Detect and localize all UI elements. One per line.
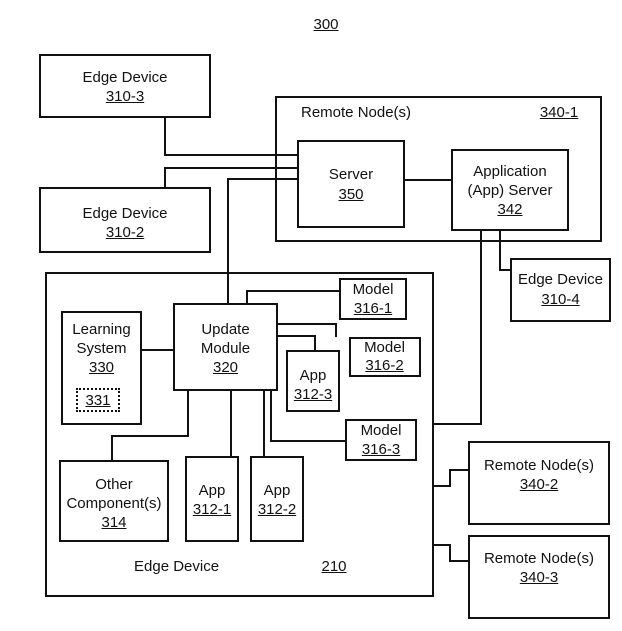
app-server-ref: 342	[497, 201, 523, 218]
update-module-320: Update Module 320	[173, 303, 278, 391]
app-312-2: App 312-2	[250, 456, 304, 542]
model-316-2-ref: 316-2	[365, 357, 404, 374]
learning-system-line1: Learning	[72, 321, 131, 338]
figure-number: 300	[313, 16, 339, 33]
remote-node-340-3-ref: 340-3	[519, 569, 559, 586]
link-update-316-3	[270, 390, 345, 442]
model-316-1-ref: 316-1	[353, 300, 393, 317]
learning-system-line2: System	[76, 340, 127, 357]
edge-device-310-4: Edge Device 310-4	[510, 258, 611, 322]
link-210-340-2	[434, 469, 469, 487]
app-312-3: App 312-3	[286, 350, 340, 412]
update-module-ref: 320	[212, 359, 239, 376]
remote-node-340-2-label: Remote Node(s)	[483, 457, 595, 474]
app-312-1: App 312-1	[185, 456, 239, 542]
app-312-3-ref: 312-3	[293, 386, 333, 403]
model-316-3: Model 316-3	[345, 419, 417, 461]
server-350: Server 350	[297, 140, 405, 228]
learning-system-330: Learning System 330 331	[61, 311, 142, 425]
component-331: 331	[76, 388, 120, 412]
edge-device-210-label: Edge Device	[134, 558, 220, 575]
edge-device-210: Edge Device 210	[45, 272, 434, 597]
link-210-340-3	[434, 544, 469, 562]
remote-node-340-3: Remote Node(s) 340-3	[468, 535, 610, 619]
edge-device-210-ref: 210	[321, 558, 347, 575]
link-update-316-2	[278, 323, 337, 337]
server-label: Server	[328, 166, 374, 183]
link-310-2-server	[164, 167, 298, 188]
edge-device-310-4-ref: 310-4	[541, 291, 580, 308]
app-server-line2: (App) Server	[467, 182, 553, 199]
edge-device-310-2: Edge Device 310-2	[39, 187, 211, 253]
model-316-2-label: Model	[364, 339, 405, 356]
edge-device-310-3: Edge Device 310-3	[39, 54, 211, 118]
other-components-line1: Other	[95, 476, 133, 493]
remote-node-340-2: Remote Node(s) 340-2	[468, 441, 610, 525]
app-312-3-label: App	[299, 367, 327, 384]
link-310-3-server	[164, 117, 298, 156]
model-316-3-ref: 316-3	[361, 441, 401, 458]
app-312-2-ref: 312-2	[257, 501, 297, 518]
app-312-1-label: App	[198, 482, 226, 499]
app-server-line1: Application	[473, 163, 547, 180]
link-update-316-1	[246, 290, 340, 303]
model-316-1: Model 316-1	[339, 278, 407, 320]
update-module-line2: Module	[200, 340, 251, 357]
link-appserver-210	[434, 231, 482, 425]
link-appserver-310-4	[499, 231, 511, 271]
app-server-342: Application (App) Server 342	[451, 149, 569, 231]
update-module-line1: Update	[201, 321, 250, 338]
link-update-other	[111, 390, 189, 461]
link-update-312-3	[278, 335, 316, 351]
link-update-server	[227, 178, 298, 303]
edge-device-310-2-ref: 310-2	[105, 224, 145, 241]
other-components-line2: Component(s)	[66, 495, 162, 512]
edge-device-310-3-ref: 310-3	[105, 88, 145, 105]
remote-node-340-1-ref: 340-1	[539, 104, 579, 121]
app-312-2-label: App	[263, 482, 291, 499]
model-316-1-label: Model	[352, 281, 394, 298]
server-ref: 350	[338, 186, 364, 203]
component-331-ref: 331	[85, 392, 111, 409]
edge-device-310-3-label: Edge Device	[82, 69, 168, 86]
other-components-314: Other Component(s) 314	[59, 460, 169, 542]
remote-node-340-3-label: Remote Node(s)	[483, 550, 595, 567]
remote-node-340-1: Remote Node(s) 340-1	[275, 96, 602, 242]
edge-device-310-2-label: Edge Device	[82, 205, 168, 222]
learning-system-ref: 330	[88, 359, 115, 376]
model-316-3-label: Model	[360, 422, 402, 439]
app-312-1-ref: 312-1	[192, 501, 232, 518]
remote-node-340-2-ref: 340-2	[519, 476, 559, 493]
remote-node-340-1-label: Remote Node(s)	[301, 104, 412, 121]
other-components-ref: 314	[101, 514, 127, 531]
model-316-2: Model 316-2	[349, 337, 421, 377]
edge-device-310-4-label: Edge Device	[517, 271, 604, 288]
